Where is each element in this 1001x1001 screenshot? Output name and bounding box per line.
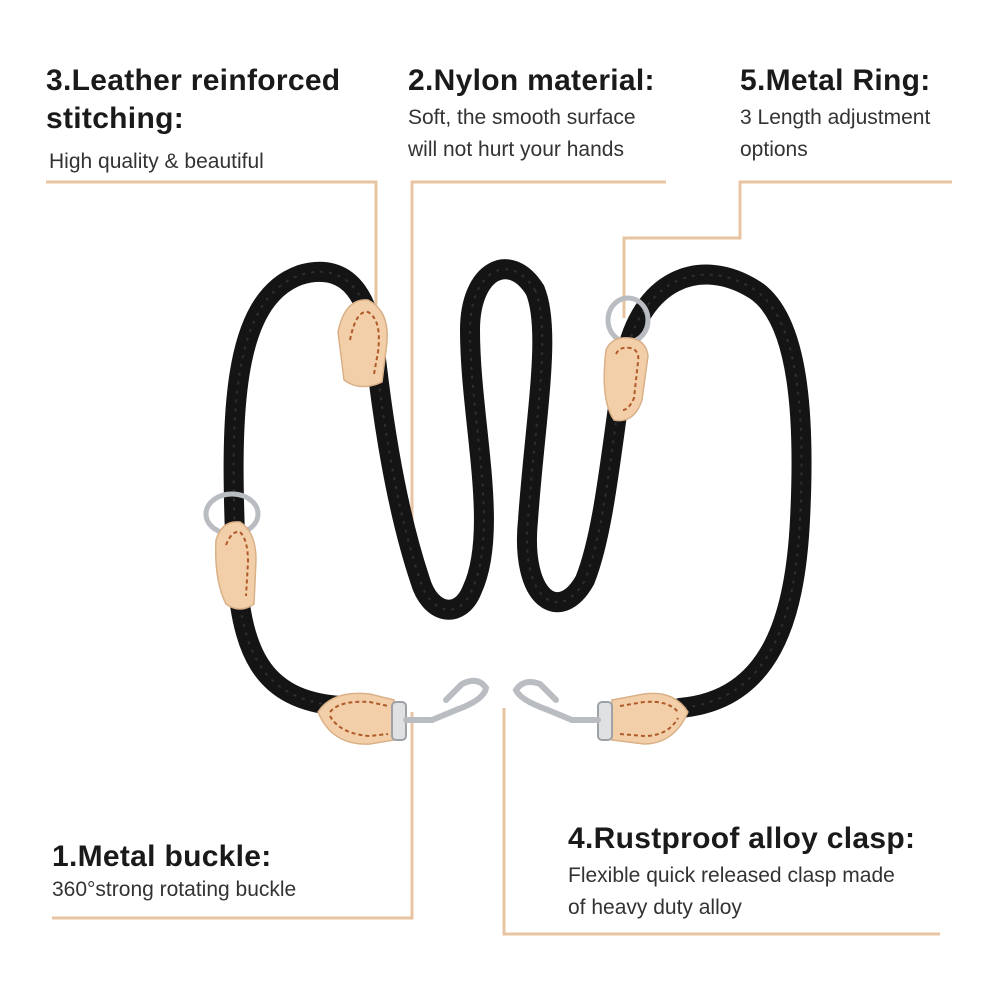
- callout-title-stitching-line1: 3.Leather reinforced: [46, 64, 341, 97]
- stitching: [225, 310, 679, 738]
- callout-desc-clasp-line2: of heavy duty alloy: [568, 896, 742, 919]
- callout-leather-stitching: 3.Leather reinforced stitching: High qua…: [46, 62, 366, 176]
- leash-rope: [223, 259, 812, 718]
- callout-title-ring: 5.Metal Ring:: [740, 64, 931, 97]
- leader-lines: [46, 180, 952, 936]
- callout-title-stitching-line2: stitching:: [46, 102, 184, 135]
- leather-left: [214, 521, 257, 610]
- leader-line-ring: [622, 180, 952, 318]
- callout-rustproof-clasp: 4.Rustproof alloy clasp: Flexible quick …: [568, 820, 988, 922]
- leader-line-buckle: [52, 712, 414, 920]
- leather-upper-right: [603, 337, 649, 422]
- callout-desc-ring-line2: options: [740, 138, 808, 161]
- callout-desc-clasp-line1: Flexible quick released clasp made: [568, 864, 895, 887]
- callout-title-buckle: 1.Metal buckle:: [52, 840, 272, 873]
- leader-line-clasp: [502, 708, 940, 936]
- callout-desc-stitching: High quality & beautiful: [49, 150, 264, 173]
- leather-pieces: [214, 299, 689, 745]
- callout-metal-buckle: 1.Metal buckle: 360°strong rotating buck…: [52, 838, 392, 904]
- metal-rings: [203, 295, 651, 537]
- callout-metal-ring: 5.Metal Ring: 3 Length adjustment option…: [740, 62, 1000, 164]
- leader-line-nylon: [410, 180, 666, 578]
- clasp-right: [512, 679, 613, 741]
- callout-desc-nylon-line1: Soft, the smooth surface: [408, 106, 636, 129]
- callout-desc-nylon-line2: will not hurt your hands: [408, 138, 624, 161]
- callout-title-nylon: 2.Nylon material:: [408, 64, 655, 97]
- clasp-left: [391, 677, 490, 741]
- leader-line-stitching: [46, 180, 378, 318]
- callout-desc-ring-line1: 3 Length adjustment: [740, 106, 931, 129]
- callout-nylon-material: 2.Nylon material: Soft, the smooth surfa…: [408, 62, 688, 164]
- callout-title-clasp: 4.Rustproof alloy clasp:: [568, 822, 916, 855]
- callout-desc-buckle: 360°strong rotating buckle: [52, 878, 297, 901]
